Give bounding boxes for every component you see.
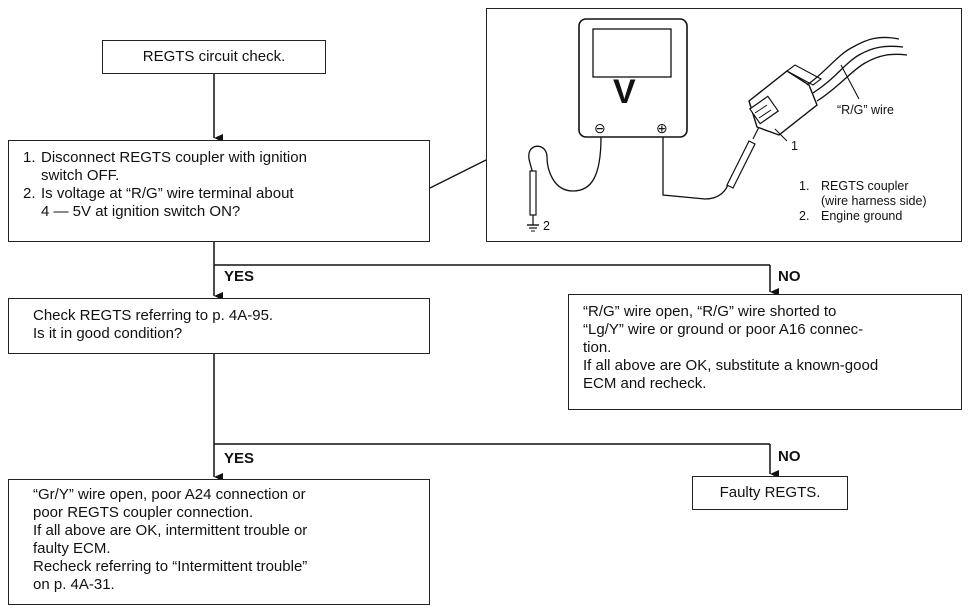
wire-label: “R/G” wire: [837, 103, 894, 117]
step1-item-2: 2.Is voltage at “R/G” wire terminal abou…: [23, 185, 294, 202]
ground-probe: [529, 170, 537, 216]
branch2-no-label: NO: [778, 448, 801, 465]
legend-item-1: 1.REGTS coupler: [799, 179, 909, 193]
branch1-yes-label: YES: [224, 268, 255, 285]
no1-line-1: “R/G” wire open, “R/G” wire shorted to: [583, 303, 837, 320]
check-line-2: Is it in good condition?: [33, 325, 183, 342]
step1-box: 1.Disconnect REGTS coupler with ignition…: [8, 140, 430, 242]
plus-terminal: ⊕: [656, 120, 668, 136]
yes2-line-1: “Gr/Y” wire open, poor A24 connection or: [33, 486, 306, 503]
wire-label-pointer: [840, 64, 860, 100]
callout-1: 1: [791, 139, 798, 153]
no1-line-3: tion.: [583, 339, 612, 356]
branch1-no-label: NO: [778, 268, 801, 285]
callout-pointer: [429, 159, 487, 189]
no2-text: Faulty REGTS.: [719, 484, 821, 501]
step1-item-1: 1.Disconnect REGTS coupler with ignition: [23, 149, 307, 166]
branch2-yes-label: YES: [224, 450, 255, 467]
start-text: REGTS circuit check.: [142, 48, 286, 65]
voltmeter-illustration: [527, 18, 908, 232]
no1-line-5: ECM and recheck.: [583, 375, 707, 392]
no1-line-4: If all above are OK, substitute a known-…: [583, 357, 879, 374]
check-box: Check REGTS referring to p. 4A-95. Is it…: [8, 298, 430, 354]
step1-item-1-cont: switch OFF.: [41, 167, 120, 184]
callout-2: 2: [543, 219, 550, 233]
check-line-1: Check REGTS referring to p. 4A-95.: [33, 307, 274, 324]
yes2-line-5: Recheck referring to “Intermittent troub…: [33, 558, 308, 575]
positive-probe: [726, 140, 756, 189]
harness-wires: [806, 36, 900, 86]
yes2-line-4: faulty ECM.: [33, 540, 111, 557]
legend-item-1-cont: (wire harness side): [821, 194, 927, 208]
yes2-result-box: “Gr/Y” wire open, poor A24 connection or…: [8, 479, 430, 605]
voltmeter-symbol: V: [613, 73, 636, 111]
positive-lead: [662, 137, 730, 200]
start-box: REGTS circuit check.: [102, 40, 326, 74]
illustration-panel: V ⊖ ⊕ “R/G” wire 1 2 1.REGTS coupler (wi…: [486, 8, 962, 242]
callout1-pointer: [774, 128, 788, 142]
yes2-line-3: If all above are OK, intermittent troubl…: [33, 522, 308, 539]
yes2-line-6: on p. 4A-31.: [33, 576, 115, 593]
legend-item-2: 2.Engine ground: [799, 209, 903, 223]
no1-line-2: “Lg/Y” wire or ground or poor A16 connec…: [583, 321, 864, 338]
minus-terminal: ⊖: [594, 120, 606, 136]
step1-item-2-cont: 4 — 5V at ignition switch ON?: [41, 203, 241, 220]
negative-lead: [528, 136, 602, 192]
voltmeter-display: [592, 28, 672, 78]
no2-result-box: Faulty REGTS.: [692, 476, 848, 510]
yes2-line-2: poor REGTS coupler connection.: [33, 504, 254, 521]
illustration-legend: 1.REGTS coupler (wire harness side) 2.En…: [799, 179, 927, 224]
no1-result-box: “R/G” wire open, “R/G” wire shorted to “…: [568, 294, 962, 410]
